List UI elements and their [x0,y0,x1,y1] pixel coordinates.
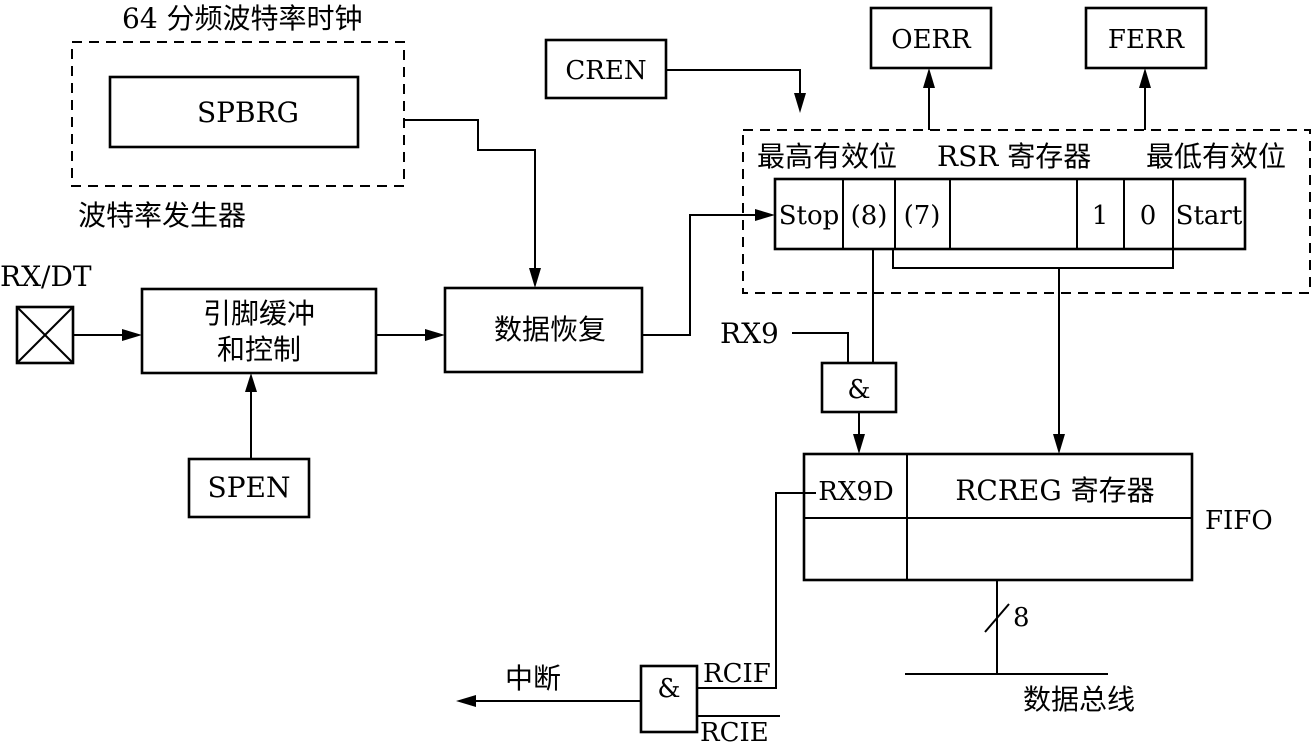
and-gate-symbol: & [847,375,870,405]
fifo-label: FIFO [1205,506,1273,536]
rsr-title: RSR 寄存器 [937,140,1091,173]
rsr-cells [773,177,1247,251]
pin-buffer-line2: 和控制 [217,333,301,366]
spbrg-label: SPBRG [197,96,299,129]
rcif-label: RCIF [703,659,771,689]
rcreg-title: RCREG 寄存器 [955,474,1154,507]
data-recovery-box [443,286,644,374]
lsb-label: 最低有效位 [1146,140,1286,173]
pin-buffer-line1: 引脚缓冲 [203,297,315,330]
baud-rate-generator: 64 分频波特率时钟 SPBRG 波特率发生器 [71,2,405,232]
clock-wire [404,119,536,270]
rcif-wire [697,492,816,689]
arrow-to-stop-bit [755,209,775,221]
rsr-cell-bit8: (8) [851,201,888,231]
rx9-wire [792,332,849,363]
data-recovery-label: 数据恢复 [494,313,606,346]
spbrg-register [108,75,360,149]
arrow-to-pin-buffer [122,329,142,341]
oerr-label: OERR [891,25,972,55]
rx9-label: RX9 [720,317,779,350]
interrupt-and-gate [639,664,699,734]
cren-wire [666,69,801,95]
cren-box [544,38,668,100]
arrow-to-ferr [1139,68,1151,88]
rsr-data-bus [892,249,1174,269]
ferr-box [1084,6,1208,70]
msb-label: 最高有效位 [757,140,897,173]
bus-width-slash [984,603,1010,633]
rsr-register: 最高有效位 RSR 寄存器 最低有效位 Stop (8) (7) 1 0 Sta… [742,129,1311,294]
ferr-label: FERR [1108,25,1186,55]
rsr-cell-bit7: (7) [904,201,941,231]
rx-dt-pin: RX/DT [0,260,92,365]
arrow-to-rcreg [1053,434,1065,454]
cren-label: CREN [565,56,646,86]
arrow-to-oerr [923,68,935,88]
rsr-cell-bit0: 0 [1140,201,1157,231]
clock-label: 64 分频波特率时钟 [122,2,363,35]
interrupt-label: 中断 [505,662,561,695]
arrow-to-data-recovery [425,329,445,341]
rsr-frame [742,129,1311,294]
arrow-to-pin-buffer-bottom [245,373,257,392]
arrow-to-rx9d [853,434,865,454]
bus-width-label: 8 [1013,603,1030,633]
rsr-cell-stop: Stop [779,201,840,231]
recovery-to-rsr-wire [642,214,758,336]
rcie-label: RCIE [700,718,769,743]
spen-label: SPEN [208,471,291,504]
baud-generator-caption: 波特率发生器 [78,199,246,232]
arrow-from-cren [794,93,806,113]
rcreg-register: RX9D RCREG 寄存器 FIFO [802,452,1273,582]
data-bus-label: 数据总线 [1023,683,1135,716]
rx9d-label: RX9D [818,477,893,507]
rx-dt-label: RX/DT [0,260,92,293]
interrupt-and-symbol: & [657,674,680,704]
spen-box [187,457,311,519]
arrow-to-data-recovery-top [529,268,541,288]
oerr-box [869,6,993,70]
rsr-cell-bit1: 1 [1092,201,1109,231]
arrow-interrupt-out [456,695,476,707]
pin-buffer-control [140,287,378,375]
rsr-cell-start: Start [1176,201,1243,231]
pin-cross-2 [16,306,74,364]
